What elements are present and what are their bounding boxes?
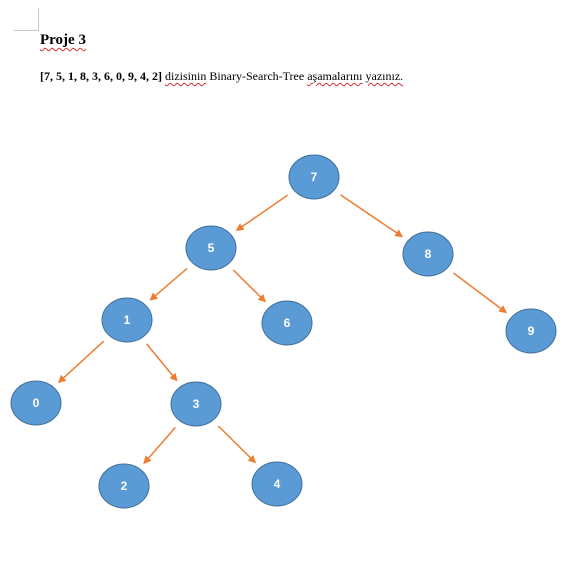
word-yaziniz: yazınız. [365,69,404,83]
node-circle [261,300,313,346]
node-label: 9 [528,324,535,338]
node-circle [288,154,340,200]
edge-n3-n4 [217,425,257,464]
node-circle [185,225,237,271]
tree-node-3: 3 [170,381,222,427]
tree-node-4: 4 [251,461,303,507]
edge-n8-n9 [453,272,508,314]
node-circle [10,380,62,426]
document-title: Proje 3 [40,32,86,48]
array-text: [7, 5, 1, 8, 3, 6, 0, 9, 4, 2] [40,69,162,83]
node-circle [505,308,557,354]
tree-node-0: 0 [10,380,62,426]
node-circle [98,463,150,509]
edge-n7-n5 [235,194,289,232]
node-label: 7 [311,170,318,184]
tree-node-8: 8 [402,231,454,277]
edge-n1-n0 [57,340,105,384]
edge-n1-n3 [146,343,178,382]
tree-node-5: 5 [185,225,237,271]
word-dizisinin: dizisinin [165,69,207,83]
node-circle [101,297,153,343]
node-label: 4 [274,477,281,491]
edge-n7-n8 [340,194,404,238]
page-margin-marker [14,8,39,31]
node-label: 1 [124,313,131,327]
node-circle [251,461,303,507]
nodes-layer: 7 5 8 1 6 9 0 3 2 4 [10,154,557,509]
edges-layer [57,194,508,465]
node-label: 2 [121,479,128,493]
node-label: 8 [425,247,432,261]
edge-n5-n1 [149,268,188,301]
tree-node-7: 7 [288,154,340,200]
word-bst: Binary-Search-Tree [209,69,305,83]
tree-node-2: 2 [98,463,150,509]
node-circle [170,381,222,427]
task-description: [7, 5, 1, 8, 3, 6, 0, 9, 4, 2] dizisinin… [40,69,403,84]
edge-n5-n6 [232,269,267,303]
node-circle [402,231,454,277]
edge-n3-n2 [143,426,176,465]
word-asamalarini: aşamalarını [307,69,363,83]
node-label: 3 [193,397,200,411]
node-label: 0 [33,396,40,410]
tree-node-9: 9 [505,308,557,354]
tree-node-6: 6 [261,300,313,346]
tree-node-1: 1 [101,297,153,343]
node-label: 5 [208,241,215,255]
node-label: 6 [284,316,291,330]
